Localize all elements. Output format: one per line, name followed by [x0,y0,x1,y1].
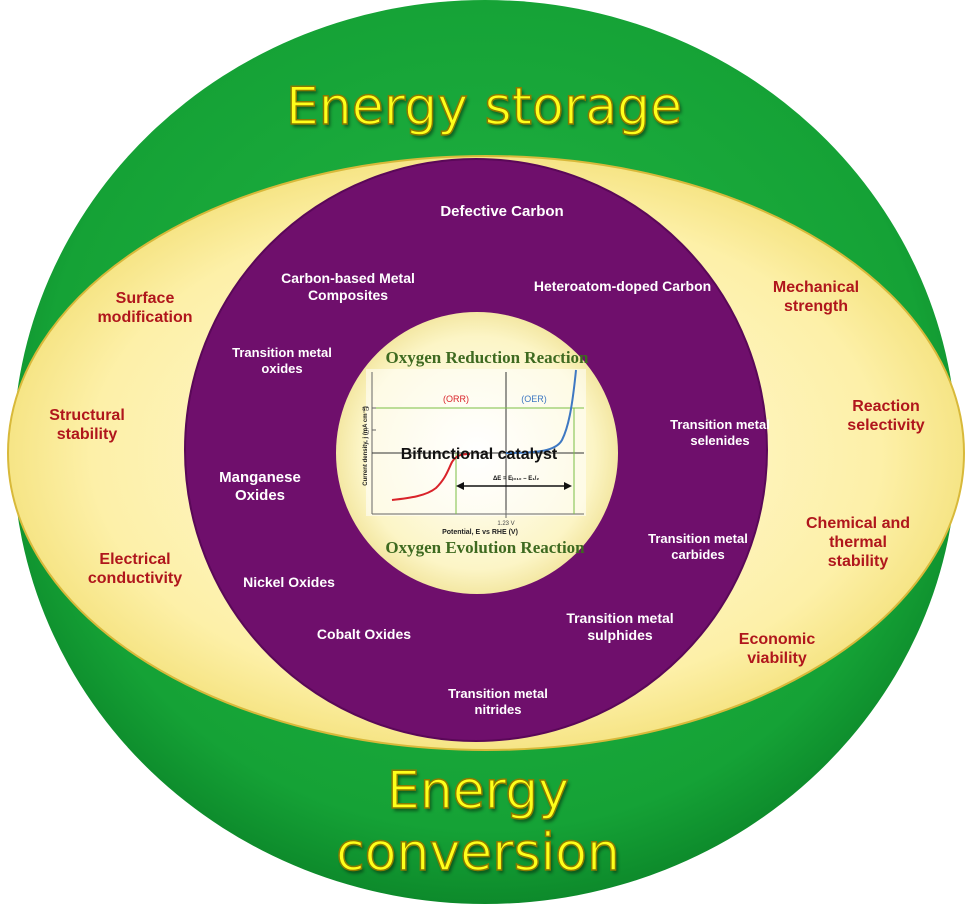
material-cobalt-oxides: Cobalt Oxides [316,626,412,642]
energy-storage-title: Energy storage [285,76,683,138]
reaction-oer-title: Oxygen Evolution Reaction [385,538,585,557]
property-chemical-thermal-stability: Chemical and thermal stability [805,515,911,571]
material-nickel-oxides: Nickel Oxides [243,574,335,590]
property-electrical-conductivity: Electrical conductivity [87,551,183,588]
property-structural-stability: Structural stability [49,407,125,444]
material-tm-oxides: Transition metal oxides [232,345,332,376]
property-economic-viability: Economic viability [738,631,816,668]
property-surface-modification: Surface modification [97,290,193,327]
material-heteroatom-doped-carbon: Heteroatom-doped Carbon [533,278,712,294]
property-reaction-selectivity: Reaction selectivity [847,398,925,435]
reaction-orr-title: Oxygen Reduction Reaction [385,348,589,367]
material-tm-nitrides: Transition metal nitrides [448,686,548,717]
property-mechanical-strength: Mechanical strength [772,279,860,316]
material-carbon-metal-composites: Carbon-based Metal Composites [281,270,415,303]
material-defective-carbon: Defective Carbon [440,203,564,220]
material-manganese-oxides: Manganese Oxides [219,469,301,504]
material-tm-selenides: Transition metal selenides [670,417,770,448]
material-tm-carbides: Transition metal carbides [648,531,748,562]
material-tm-sulphides: Transition metal sulphides [566,610,674,643]
energy-conversion-title: Energy conversion [335,760,620,884]
